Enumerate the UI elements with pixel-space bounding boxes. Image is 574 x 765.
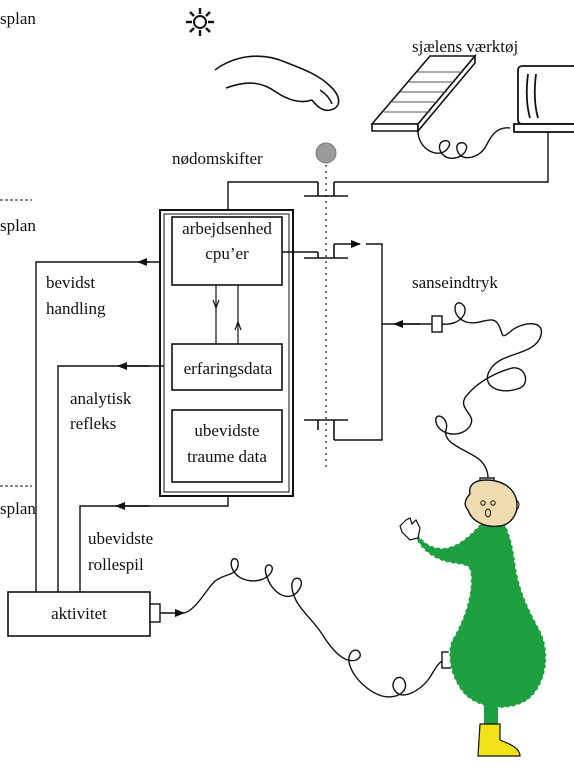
monitor-icon — [513, 65, 574, 133]
trauma-box — [171, 409, 283, 483]
mind-box-outer — [159, 209, 294, 497]
plane-label-middle: splan — [0, 216, 36, 235]
cpu-label-2: cpu’er — [205, 244, 249, 263]
activity-label: aktivitet — [51, 604, 107, 623]
roleplay-label-2: rollespil — [88, 555, 144, 574]
trauma-label-1: ubevidste — [194, 421, 260, 440]
switch-contacts — [304, 182, 348, 440]
experience-box — [171, 343, 283, 391]
plane-label-top: splan — [0, 9, 36, 28]
sense-cable — [435, 302, 543, 479]
activity-cable — [183, 558, 445, 698]
analytic-label-2: refleks — [70, 414, 117, 433]
experience-label: erfaringsdata — [183, 359, 273, 378]
conscious-label-1: bevidst — [46, 273, 96, 292]
keyboard-icon — [370, 53, 477, 134]
person-icon — [399, 479, 547, 757]
analytic-label-1: analytisk — [70, 389, 132, 408]
activity-plug — [149, 603, 161, 623]
hand-icon — [214, 55, 340, 112]
sun-icon — [186, 8, 214, 36]
plane-label-bottom: splan — [0, 499, 36, 518]
conscious-label-2: handling — [46, 299, 106, 318]
roleplay-line — [79, 496, 229, 592]
cpu-label-1: arbejdsenhed — [182, 219, 272, 238]
sense-bus — [334, 243, 383, 441]
switch-knob — [315, 142, 337, 164]
tools-wire — [227, 181, 318, 210]
conscious-line — [35, 261, 160, 592]
sense-plug — [431, 315, 443, 333]
mind-box-inner — [163, 213, 290, 493]
keyboard-cable — [417, 127, 511, 159]
cpu-box — [171, 216, 283, 286]
roleplay-label-1: ubevidste — [88, 529, 154, 548]
tools-link — [334, 132, 549, 183]
sense-input-label: sanseindtryk — [412, 273, 498, 292]
tools-label: sjælens værktøj — [412, 37, 519, 56]
emergency-switch-label: nødomskifter — [172, 149, 263, 168]
activity-box — [7, 591, 151, 637]
trauma-label-2: traume data — [187, 447, 267, 466]
